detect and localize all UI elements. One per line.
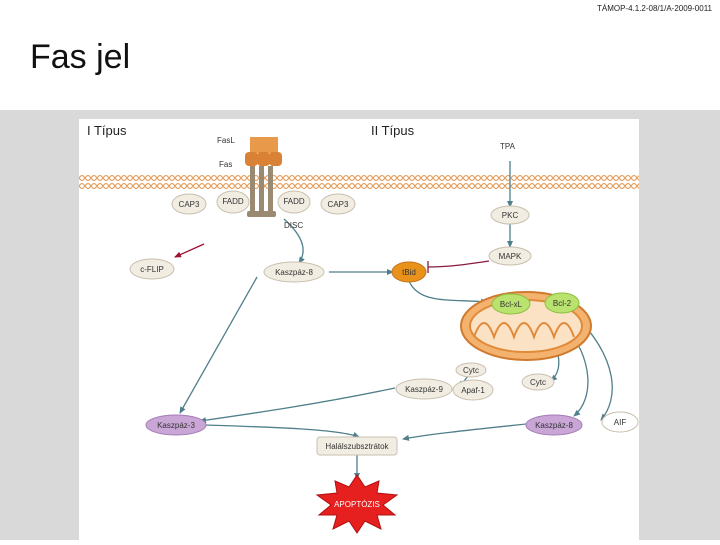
apoptosis-label: APOPTÓZIS (334, 500, 380, 509)
tbid-label: tBid (402, 268, 416, 277)
fadd-right-node (277, 190, 311, 214)
arrow-caspase3-substrates (203, 424, 360, 438)
cytc-right-node (521, 373, 555, 391)
caspase8-label: Kaszpáz-8 (275, 268, 313, 277)
fas-label: Fas (219, 160, 232, 169)
cap3-left-node (171, 193, 207, 215)
mapk-label: MAPK (499, 252, 522, 261)
cap3-right-node (320, 193, 356, 215)
cytc-right-label: Cytc (530, 378, 546, 387)
arrow-caspase9-caspase3 (199, 387, 396, 424)
arrow-tbid-mito (408, 280, 488, 305)
apoptosis-burst (315, 474, 399, 534)
aif-node (601, 411, 639, 433)
cytc-top-node (455, 362, 487, 378)
cap3-left-label: CAP3 (179, 200, 200, 209)
bclxl-node (491, 293, 531, 315)
caspase3-node (145, 414, 207, 436)
caspase9-node (395, 378, 453, 400)
arrow-caspase8low-substrates (402, 423, 527, 441)
caspase3-label: Kaszpáz-3 (157, 421, 195, 430)
death-substrates-label: Halálszubsztrátok (325, 442, 389, 451)
caspase9-label: Kaszpáz-9 (405, 385, 443, 394)
diagram-svg: FADD FADD CAP3 CAP3 PKC MAPK c-FLIP Kasz… (79, 123, 639, 534)
aif-label: AIF (614, 418, 627, 427)
pkc-node (490, 205, 530, 225)
fadd-right-label: FADD (283, 197, 305, 206)
cell-membrane (79, 175, 639, 189)
fasl-label: FasL (217, 136, 235, 145)
fas-receptors (247, 166, 276, 217)
cytc-top-label: Cytc (463, 366, 479, 375)
cflip-node (129, 258, 175, 280)
arrow-caspase8-caspase3 (179, 276, 258, 414)
arrow-disc-caspase8 (283, 218, 305, 264)
bcl2-label: Bcl-2 (553, 299, 572, 308)
arrow-disc-cflip (174, 243, 205, 258)
fas-signaling-diagram: FADD FADD CAP3 CAP3 PKC MAPK c-FLIP Kasz… (79, 119, 639, 540)
fadd-left-label: FADD (222, 197, 244, 206)
slide-title: Fas jel (30, 38, 131, 76)
apaf1-node (452, 379, 494, 401)
inhibit-mapk-tbid (427, 260, 490, 273)
type1-label: I Típus (87, 123, 127, 138)
caspase8-node (263, 261, 325, 283)
caspase8-low-node (525, 414, 583, 436)
bclxl-label: Bcl-xL (500, 300, 523, 309)
tpa-label: TPA (500, 142, 516, 151)
tbid-node (391, 261, 427, 283)
header-code: TÁMOP-4.1.2-08/1/A-2009-0011 (596, 4, 712, 13)
type2-label: II Típus (371, 123, 415, 138)
disc-label: DISC (284, 221, 303, 230)
apaf1-label: Apaf-1 (461, 386, 485, 395)
pkc-label: PKC (502, 211, 519, 220)
cap3-right-label: CAP3 (328, 200, 349, 209)
mapk-node (488, 246, 532, 266)
fasl-trimer (245, 137, 282, 166)
fadd-left-node (216, 190, 250, 214)
caspase8-low-label: Kaszpáz-8 (535, 421, 573, 430)
cflip-label: c-FLIP (140, 265, 164, 274)
death-substrates-box (316, 436, 398, 456)
bcl2-node (544, 292, 580, 314)
